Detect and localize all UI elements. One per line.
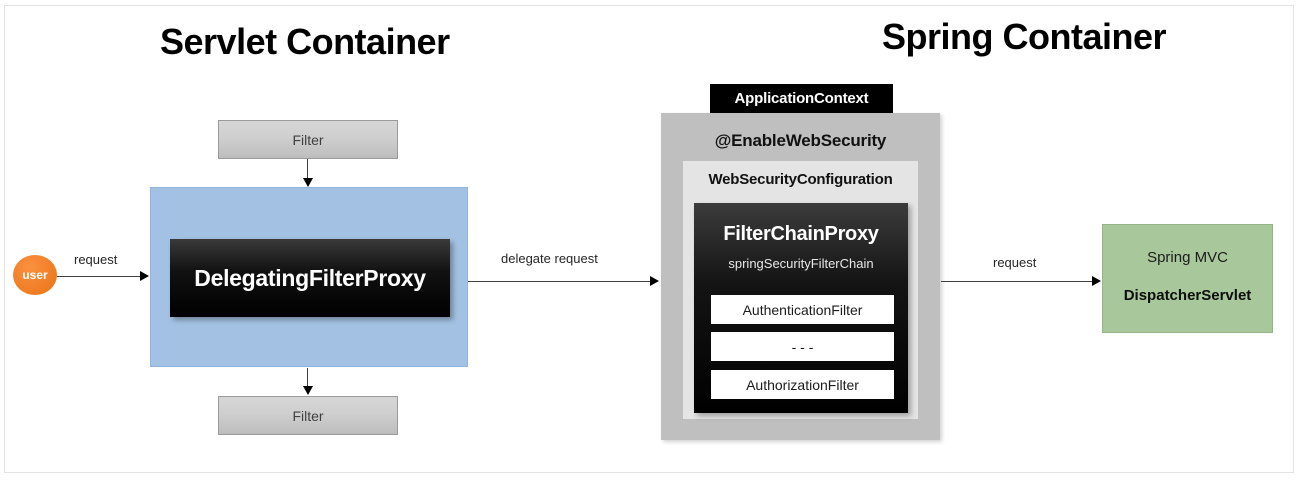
- filter-box-bottom[interactable]: Filter: [218, 396, 398, 435]
- web-security-configuration-label: WebSecurityConfiguration: [708, 171, 893, 188]
- arrow-label-request-out: request: [993, 255, 1037, 270]
- arrow-user-to-proxy-head: [140, 271, 149, 281]
- filter-box-top[interactable]: Filter: [218, 120, 398, 159]
- filter-chain-item-authorization-filter[interactable]: AuthorizationFilter: [711, 370, 894, 399]
- arrow-proxy-to-filter-bottom: [307, 368, 308, 387]
- filter-chain-item-authentication-filter[interactable]: AuthenticationFilter: [711, 295, 894, 324]
- arrow-delegate-request-head: [650, 276, 659, 286]
- spring-security-filter-chain-subtitle: springSecurityFilterChain: [728, 256, 874, 271]
- arrow-label-request-in: request: [74, 252, 118, 267]
- dispatcher-servlet-label: DispatcherServlet: [1123, 287, 1252, 304]
- arrow-proxy-to-filter-bottom-head: [303, 386, 313, 395]
- user-actor[interactable]: user: [13, 255, 57, 295]
- spring-mvc-label: Spring MVC: [1147, 249, 1228, 266]
- spring-mvc-box[interactable]: Spring MVC DispatcherServlet: [1102, 224, 1273, 333]
- arrow-filter-top-to-proxy-head: [303, 178, 313, 187]
- application-context-tab: ApplicationContext: [710, 84, 893, 113]
- arrow-delegate-request: [468, 281, 651, 282]
- page-title-spring-container: Spring Container: [882, 16, 1167, 57]
- arrow-user-to-proxy: [57, 276, 141, 277]
- arrow-filter-top-to-proxy: [307, 159, 308, 179]
- arrow-request-to-mvc: [941, 281, 1093, 282]
- delegating-filter-proxy-box[interactable]: DelegatingFilterProxy: [170, 239, 450, 317]
- page-title-servlet-container: Servlet Container: [160, 21, 450, 62]
- arrow-request-to-mvc-head: [1092, 276, 1101, 286]
- filter-chain-item-ellipsis[interactable]: - - -: [711, 332, 894, 361]
- enable-web-security-label: @EnableWebSecurity: [714, 131, 887, 150]
- arrow-label-delegate-request: delegate request: [501, 251, 598, 266]
- filter-chain-proxy-title: FilterChainProxy: [723, 223, 879, 245]
